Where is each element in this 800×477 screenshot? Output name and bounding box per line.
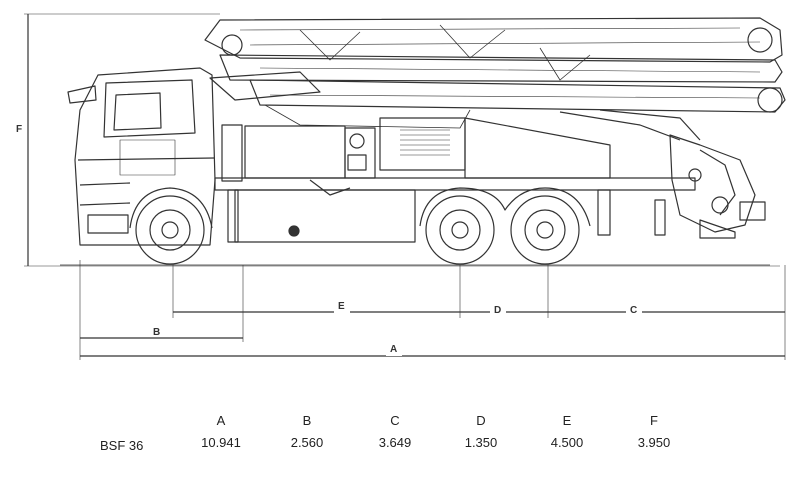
dimension-f-line (24, 13, 780, 267)
rear-wheel-1 (425, 195, 495, 265)
spec-header: E (562, 413, 572, 428)
rear-wheel-2 (510, 195, 580, 265)
spec-value: 4.500 (550, 435, 584, 450)
spec-col-a: A 10.941 (181, 410, 261, 454)
spec-header: D (476, 413, 486, 428)
chassis (214, 117, 696, 243)
front-wheel (129, 187, 213, 265)
spec-table: BSF 36 A 10.941 B 2.560 C 3.649 D 1.350 … (0, 410, 800, 470)
spec-value: 3.649 (378, 435, 412, 450)
spec-value: 2.560 (290, 435, 324, 450)
dim-label-e: E (338, 301, 345, 312)
truck-cab (67, 67, 216, 246)
spec-value: 1.350 (464, 435, 498, 450)
dim-label-c: C (630, 305, 637, 316)
dim-label-b: B (153, 327, 160, 338)
dim-label-a: A (390, 344, 397, 355)
truck-drawing: F E D C B A (16, 13, 786, 360)
spec-header: A (216, 413, 226, 428)
spec-col-e: E 4.500 (527, 410, 607, 454)
folded-boom (204, 17, 786, 141)
spec-col-c: C 3.649 (355, 410, 435, 454)
spec-header: F (650, 413, 658, 428)
model-name: BSF 36 (100, 438, 144, 453)
dim-label-f: F (16, 124, 22, 135)
spec-col-b: B 2.560 (267, 410, 347, 454)
spec-header: B (302, 413, 312, 428)
spec-value: 10.941 (201, 435, 241, 450)
spec-col-d: D 1.350 (441, 410, 521, 454)
spec-value: 3.950 (637, 435, 671, 450)
pump-unit (669, 134, 766, 239)
dim-label-d: D (494, 305, 501, 316)
spec-col-f: F 3.950 (614, 410, 694, 454)
spec-header: C (390, 413, 400, 428)
